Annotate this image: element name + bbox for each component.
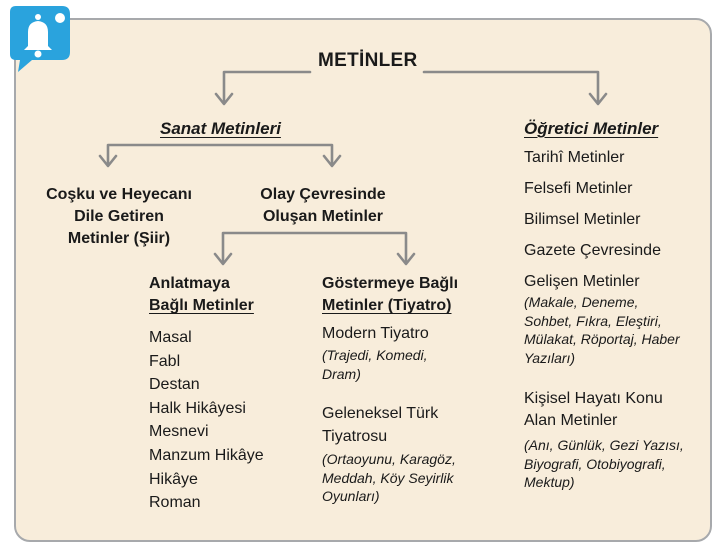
- node-gostermeye-bagli: Göstermeye Bağlı Metinler (Tiyatro): [322, 275, 459, 314]
- list-item: Masal: [149, 329, 192, 346]
- olay-connector: [213, 231, 416, 266]
- list-item: Tarihî Metinler: [524, 149, 625, 166]
- sanat-connector: [98, 143, 342, 168]
- root-connector: [214, 70, 608, 106]
- list-item: Mesnevi: [149, 423, 209, 441]
- geleneksel-tiyatro: Geleneksel Türk Tiyatrosu: [322, 405, 439, 445]
- node-cosku-siir: Coşku ve Heyecanı Dile Getiren Metinler …: [46, 186, 192, 247]
- list-item: Felsefi Metinler: [524, 180, 633, 197]
- node-anlatmaya-bagli: Anlatmaya Bağlı Metinler: [149, 275, 254, 314]
- category-ogretici-metinler: Öğretici Metinler: [524, 119, 659, 138]
- list-item: Manzum Hikâye: [149, 446, 264, 464]
- list-item: Halk Hikâyesi: [149, 399, 246, 417]
- geleneksel-tiyatro-note: (Ortaoyunu, Karagöz, Meddah, Köy Seyirli…: [322, 451, 456, 504]
- kisisel-hayat-note: (Anı, Günlük, Gezi Yazısı, Biyografi, Ot…: [524, 437, 684, 490]
- list-item: Hikâye: [149, 470, 198, 488]
- info-bell-icon: [10, 6, 70, 72]
- diagram-panel: [14, 18, 712, 542]
- list-item: Gazete Çevresinde: [524, 242, 661, 259]
- modern-tiyatro-note: (Trajedi, Komedi, Dram): [322, 347, 428, 382]
- list-item: Bilimsel Metinler: [524, 211, 641, 228]
- kisisel-hayat-metinler: Kişisel Hayatı Konu Alan Metinler: [524, 390, 663, 429]
- anlatmaya-list: Masal Fabl Destan Halk Hikâyesi Mesnevi …: [149, 326, 264, 515]
- list-item: Fabl: [149, 352, 181, 370]
- gelisen-metinler-note: (Makale, Deneme, Sohbet, Fıkra, Eleştiri…: [524, 294, 680, 366]
- root-title: METİNLER: [318, 50, 418, 71]
- category-sanat-metinleri: Sanat Metinleri: [160, 119, 281, 138]
- node-olay-cevresinde: Olay Çevresinde Oluşan Metinler: [260, 186, 386, 225]
- list-item: Roman: [149, 494, 201, 512]
- list-item: Modern Tiyatro: [322, 325, 429, 342]
- list-item: Gelişen Metinler: [524, 273, 640, 290]
- list-item: Destan: [149, 376, 200, 394]
